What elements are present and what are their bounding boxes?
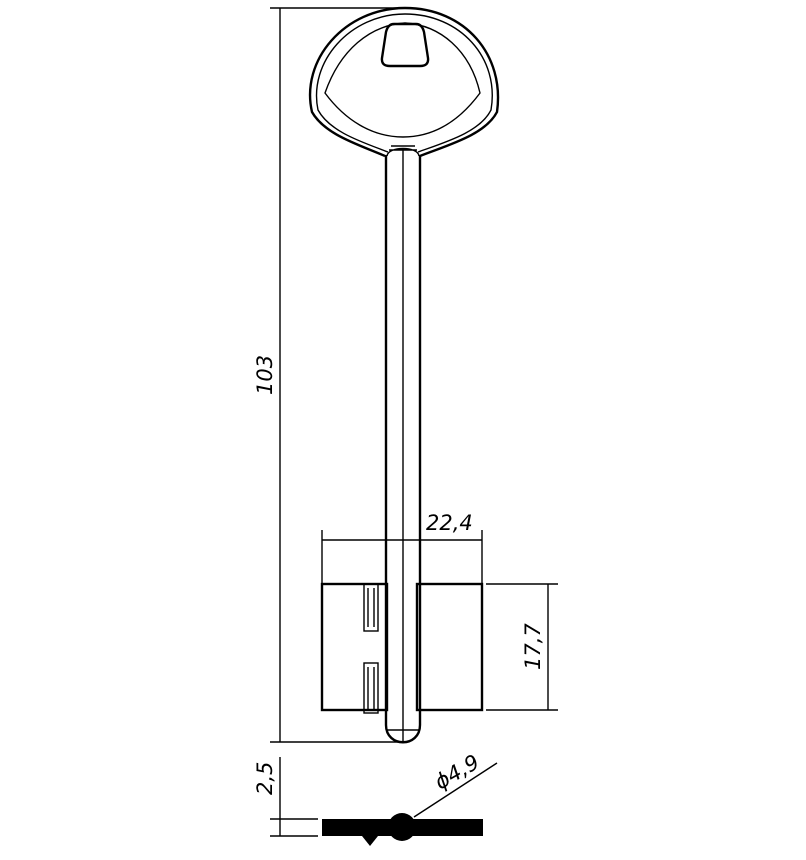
thickness-label: 2,5 [253,762,277,795]
key-shaft [384,148,422,744]
length-label: 103 [253,355,277,395]
length-dimension: 103 [253,7,408,743]
bit-width-label: 22,4 [426,511,473,535]
bit-notch-lower [363,662,379,714]
key-bit [320,582,484,714]
diameter-label: ϕ4,9 [431,750,484,794]
bit-height-label: 17,7 [521,623,545,670]
cross-section: 2,5 ϕ4,9 [253,750,498,846]
bit-height-dimension: 17,7 [486,583,558,711]
bit-width-dimension: 22,4 [321,511,483,584]
bow-hole [380,22,430,68]
bit-notch-upper [363,583,379,632]
key-bow [309,6,500,158]
